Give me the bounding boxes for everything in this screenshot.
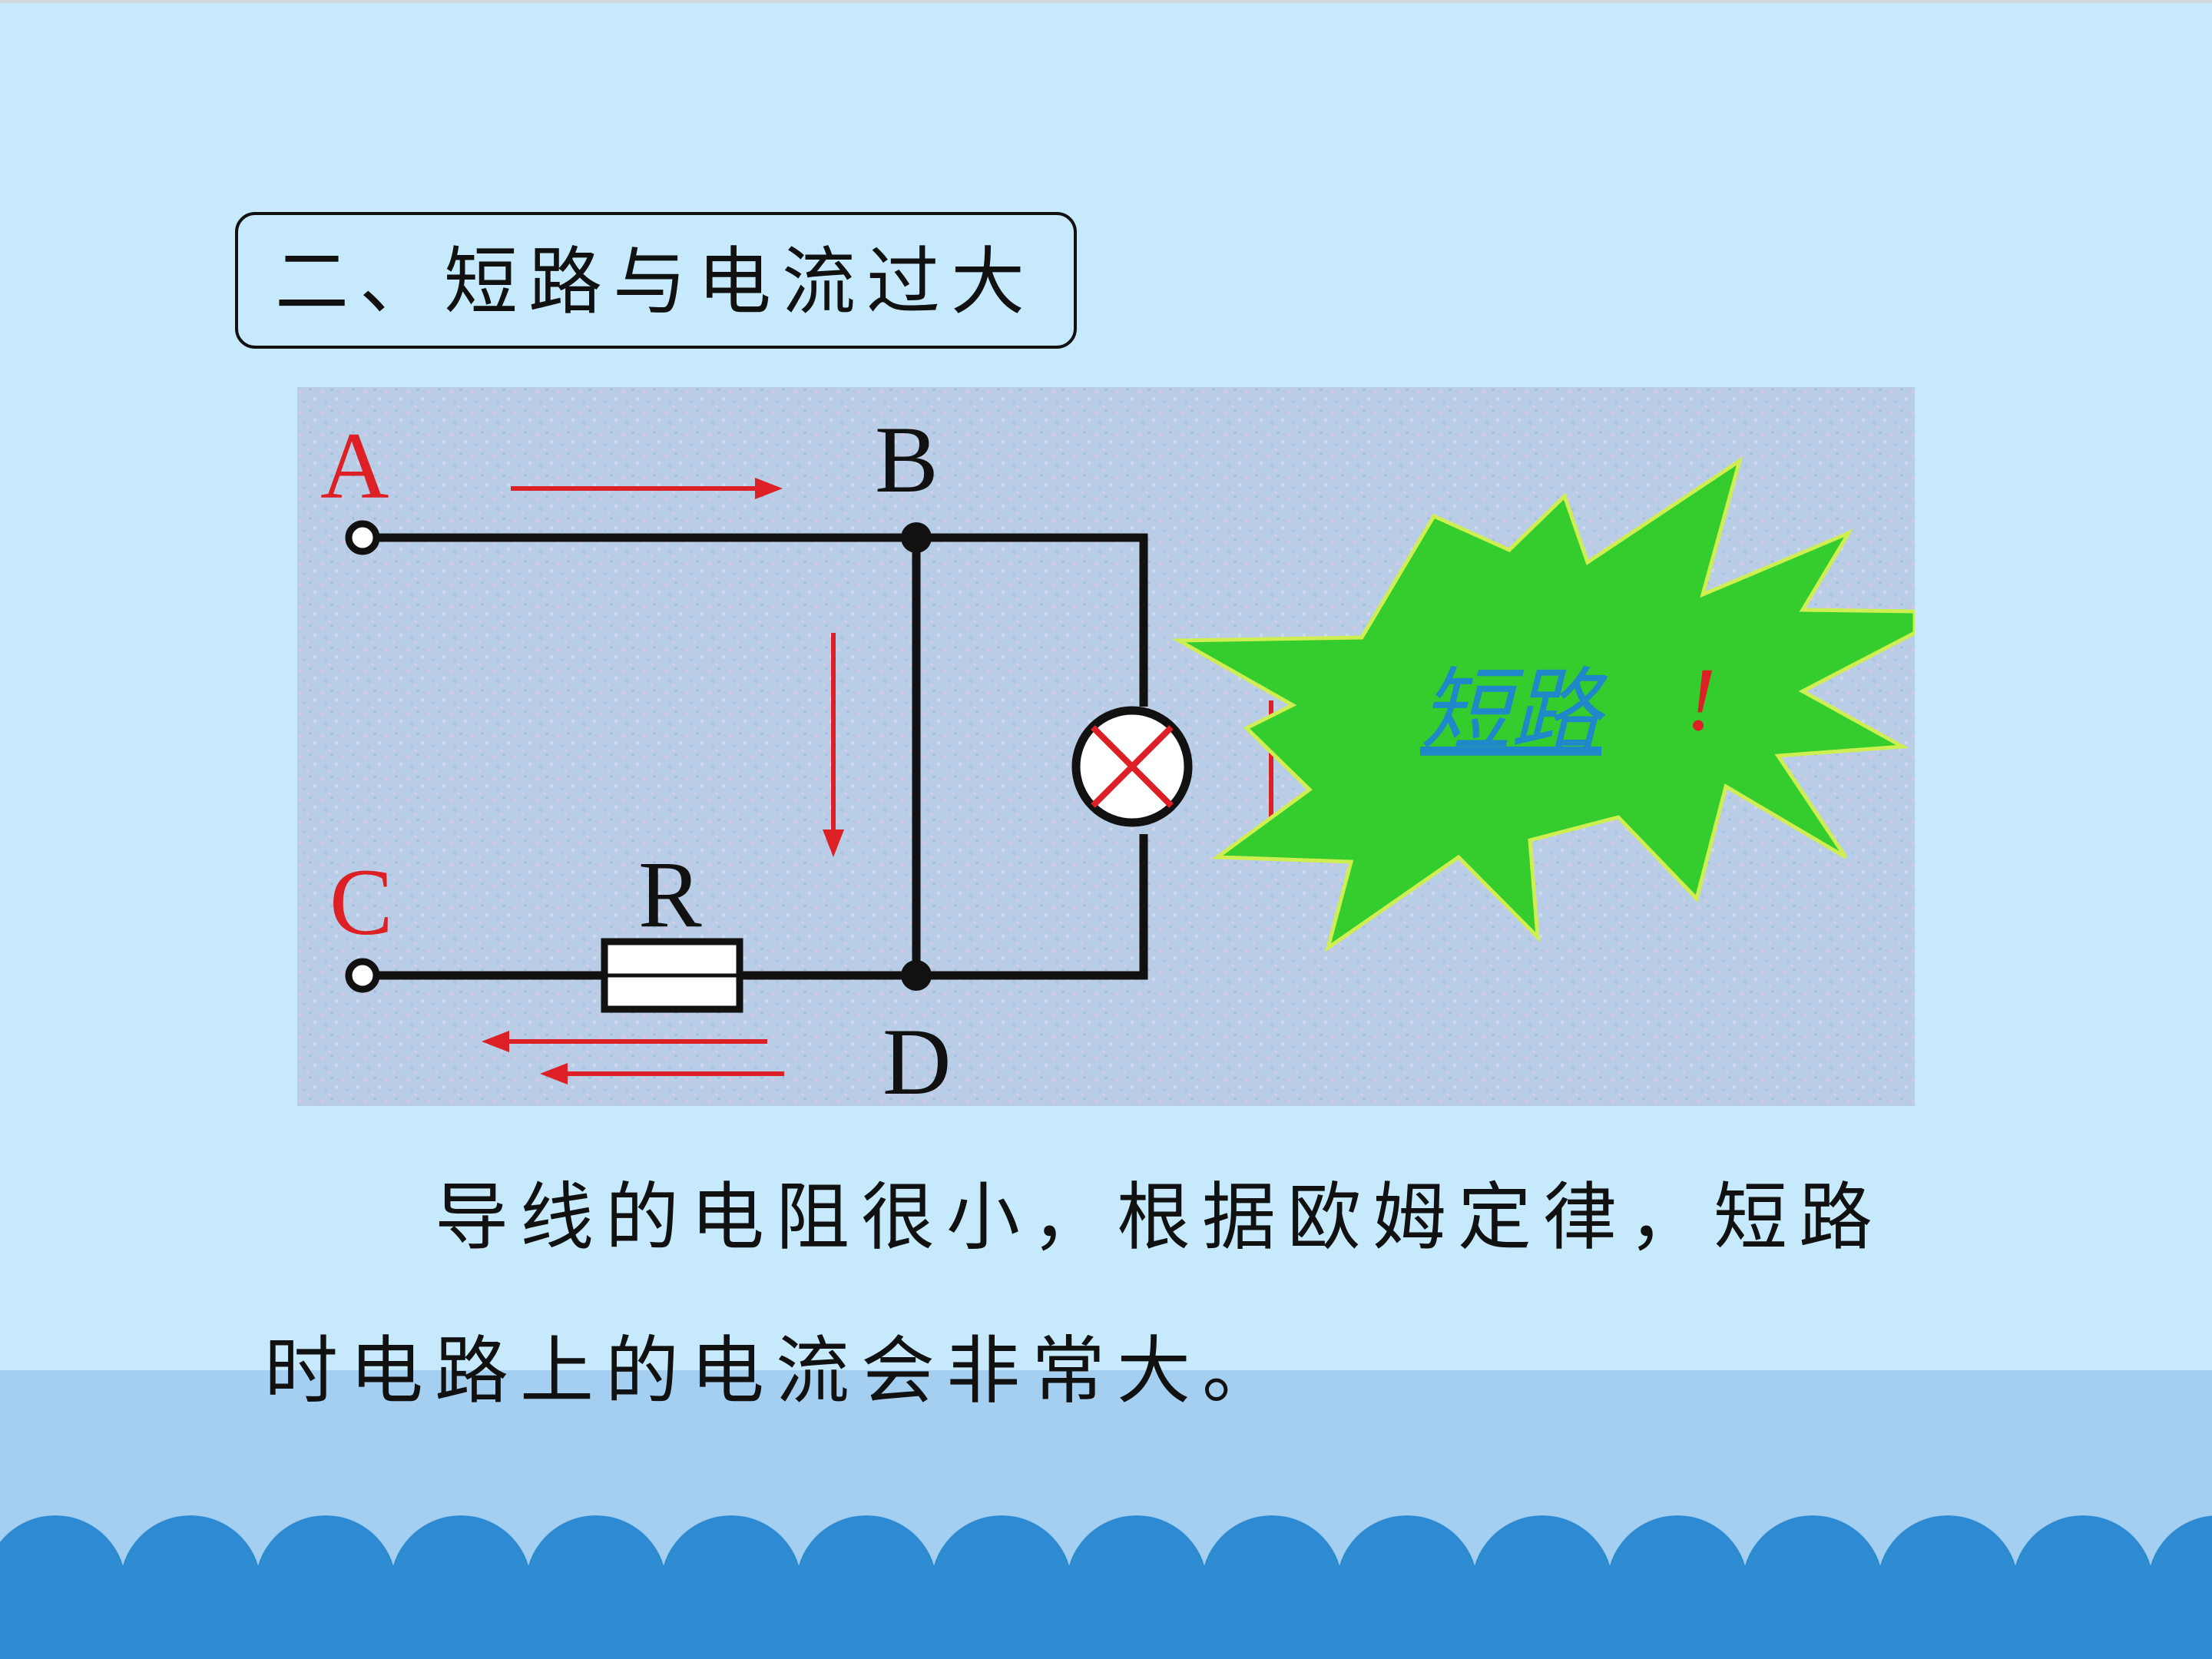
resistor-symbol-icon [601,938,743,1013]
wave-scallop [863,1584,1005,1659]
node-label-a: A [320,413,389,518]
wave-scallop [1539,1584,1681,1659]
terminal-c [345,958,380,993]
circuit-diagram: A B C R D 短路 ! [297,387,1915,1106]
wave-scallop [323,1584,464,1659]
node-label-d: D [882,1009,952,1106]
arrow-left-lower [540,1063,784,1084]
wave-scallop [593,1584,734,1659]
wave-scallop [0,1585,58,1659]
arrow-left-upper [482,1031,767,1052]
wave-scallop [52,1584,194,1659]
slide-title: 二、短路与电流过大 [275,239,1035,325]
top-border-line [0,0,2212,3]
wave-scallop [1810,1584,1951,1659]
arrow-right [511,478,783,499]
circuit-diagram-panel: A B C R D 短路 ! [297,387,1915,1106]
burst-exclamation: ! [1686,649,1716,750]
wave-scallop [1404,1584,1545,1659]
node-label-b: B [875,407,939,512]
lamp-symbol-icon [1071,706,1193,827]
junction-d [901,960,932,991]
junction-b [901,522,932,553]
terminal-a [345,520,380,555]
burst-text: 短路 [1420,657,1608,763]
wave-scallop [2080,1584,2212,1659]
current-arrows [482,478,1282,1084]
node-label-r: R [638,842,702,947]
wave-decoration [0,1515,2212,1659]
node-label-c: C [329,849,393,955]
paragraph-line-1: 导线的电阻很小，根据欧姆定律，短路 [435,1174,1884,1260]
arrow-down-middle [823,633,844,857]
top-wire [363,533,1148,707]
wave-scallop [1674,1584,1816,1659]
starburst-shape [1171,456,1915,952]
title-box: 二、短路与电流过大 [235,212,1077,349]
wave-scallop [998,1584,1140,1659]
wave-scallop [728,1584,869,1659]
wave-scallop [1269,1584,1410,1659]
wave-scallop [1134,1584,1275,1659]
paragraph-line-2: 时电路上的电流会非常大。 [264,1328,1287,1414]
wave-scallop [1945,1584,2086,1659]
wave-scallop [458,1584,599,1659]
wave-scallop [187,1584,329,1659]
